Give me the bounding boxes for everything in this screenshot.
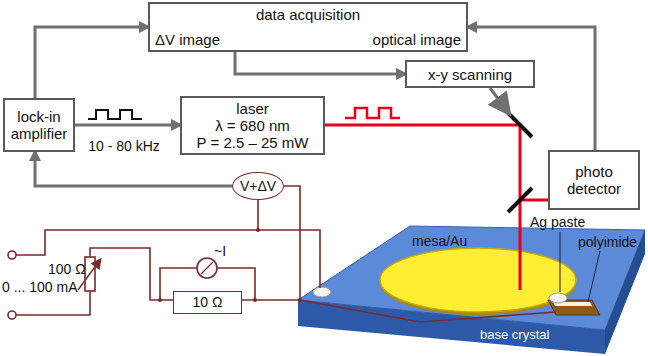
- ammeter-symbol: [197, 258, 217, 278]
- connector-arrow: [468, 27, 595, 150]
- connector-arrow: [235, 52, 405, 74]
- resistor-value: 100 Ω: [48, 261, 86, 277]
- box-text: laser: [236, 100, 269, 117]
- port-text: ΔV image: [155, 31, 220, 48]
- process-box: lock-in amplifier: [3, 98, 75, 152]
- box-text: 10 Ω: [193, 294, 223, 311]
- mirror: [508, 113, 532, 137]
- box-text: λ = 680 nm: [215, 117, 290, 134]
- pulse-symbol: [88, 110, 142, 119]
- leader-line: [588, 251, 600, 302]
- process-box: x-y scanning: [405, 60, 535, 88]
- part-name: mesa/Au: [412, 233, 467, 249]
- box-text: x-y scanning: [428, 66, 512, 83]
- junction: [158, 298, 162, 302]
- ammeter-needle: [201, 262, 213, 274]
- box-title: data acquisition: [256, 6, 360, 23]
- scan-arrow: [490, 88, 508, 112]
- ag-paste: [549, 293, 567, 303]
- current-symbol: ~I: [214, 243, 226, 259]
- junction: [256, 228, 260, 232]
- box-text: photo detector: [555, 163, 633, 197]
- connector-arrow: [35, 152, 232, 186]
- resistor-symbol: 10 Ω: [173, 291, 242, 314]
- beam-splitter: [508, 188, 532, 212]
- port-text: optical image: [373, 31, 461, 48]
- laser-box: laserλ = 680 nmP = 2.5 – 25 mW: [180, 96, 325, 155]
- current-range: 0 ... 100 mA: [2, 279, 77, 295]
- connector-arrow: [75, 124, 180, 127]
- detector-box: photo detector: [548, 150, 640, 210]
- part-name: polyimide: [578, 234, 637, 250]
- mesa: [380, 248, 576, 312]
- edge-label: 10 - 80 kHz: [86, 138, 162, 154]
- box-text: P = 2.5 – 25 mW: [197, 134, 309, 151]
- box-text: lock-in amplifier: [10, 108, 68, 142]
- terminal: [8, 251, 16, 259]
- voltmeter-symbol: V+ΔV: [232, 172, 284, 200]
- junction: [298, 298, 302, 302]
- junction: [253, 298, 257, 302]
- laser-beam: [325, 125, 520, 290]
- circuit-wires: [16, 186, 556, 322]
- pulse-symbol: [345, 108, 400, 118]
- top-contact: [313, 287, 331, 297]
- terminal: [8, 311, 16, 319]
- connector-arrow: [35, 27, 148, 98]
- part-name: Ag paste: [530, 214, 585, 230]
- part-name: base crystal: [480, 327, 549, 343]
- text-row: ΔV image optical image: [155, 31, 461, 48]
- leader-line: [560, 232, 561, 292]
- reflected-beam: [520, 199, 548, 202]
- acquisition-box: data acquisition ΔV image optical image: [148, 2, 468, 52]
- box-text: V+ΔV: [240, 178, 276, 195]
